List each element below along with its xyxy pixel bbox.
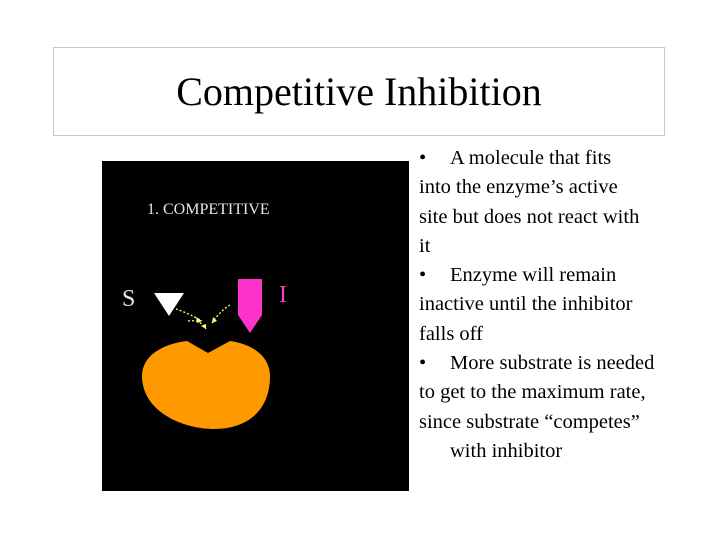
bullet-line: inactive until the inhibitor bbox=[419, 293, 633, 316]
bullet-1: • A molecule that fits bbox=[419, 144, 709, 173]
title-box: Competitive Inhibition bbox=[53, 47, 665, 136]
bullet-line: since substrate “competes” bbox=[419, 410, 640, 433]
bullet-text: Enzyme will remain bbox=[450, 264, 617, 287]
arrowheads bbox=[196, 317, 217, 329]
bullet-2: • Enzyme will remain bbox=[419, 261, 709, 290]
figure-graphic bbox=[142, 279, 270, 429]
bullet-line: into the enzyme’s active bbox=[419, 176, 618, 199]
competitive-inhibition-figure: 1. COMPETITIVE S I bbox=[102, 161, 409, 491]
bullet-line: with inhibitor bbox=[450, 439, 563, 462]
binding-arrows bbox=[175, 304, 231, 330]
figure-heading: 1. COMPETITIVE bbox=[147, 201, 270, 218]
bullet-line: it bbox=[419, 234, 431, 257]
bullet-list: • A molecule that fits into the enzyme’s … bbox=[419, 144, 709, 466]
bullet-marker: • bbox=[419, 147, 427, 169]
bullet-line: site but does not react with bbox=[419, 205, 640, 228]
bullet-line: to get to the maximum rate, bbox=[419, 381, 646, 404]
bullet-3: • More substrate is needed bbox=[419, 349, 709, 378]
substrate-shape bbox=[154, 293, 184, 316]
substrate-label: S bbox=[122, 286, 136, 312]
bullet-text: A molecule that fits bbox=[450, 147, 612, 169]
enzyme-shape bbox=[142, 341, 270, 429]
bullet-text: More substrate is needed bbox=[450, 352, 655, 375]
inhibitor-shape bbox=[238, 279, 262, 333]
bullet-marker: • bbox=[419, 352, 427, 375]
bullet-line: falls off bbox=[419, 322, 483, 345]
slide-title: Competitive Inhibition bbox=[176, 69, 542, 114]
inhibitor-label: I bbox=[279, 282, 287, 308]
bullet-marker: • bbox=[419, 264, 427, 287]
